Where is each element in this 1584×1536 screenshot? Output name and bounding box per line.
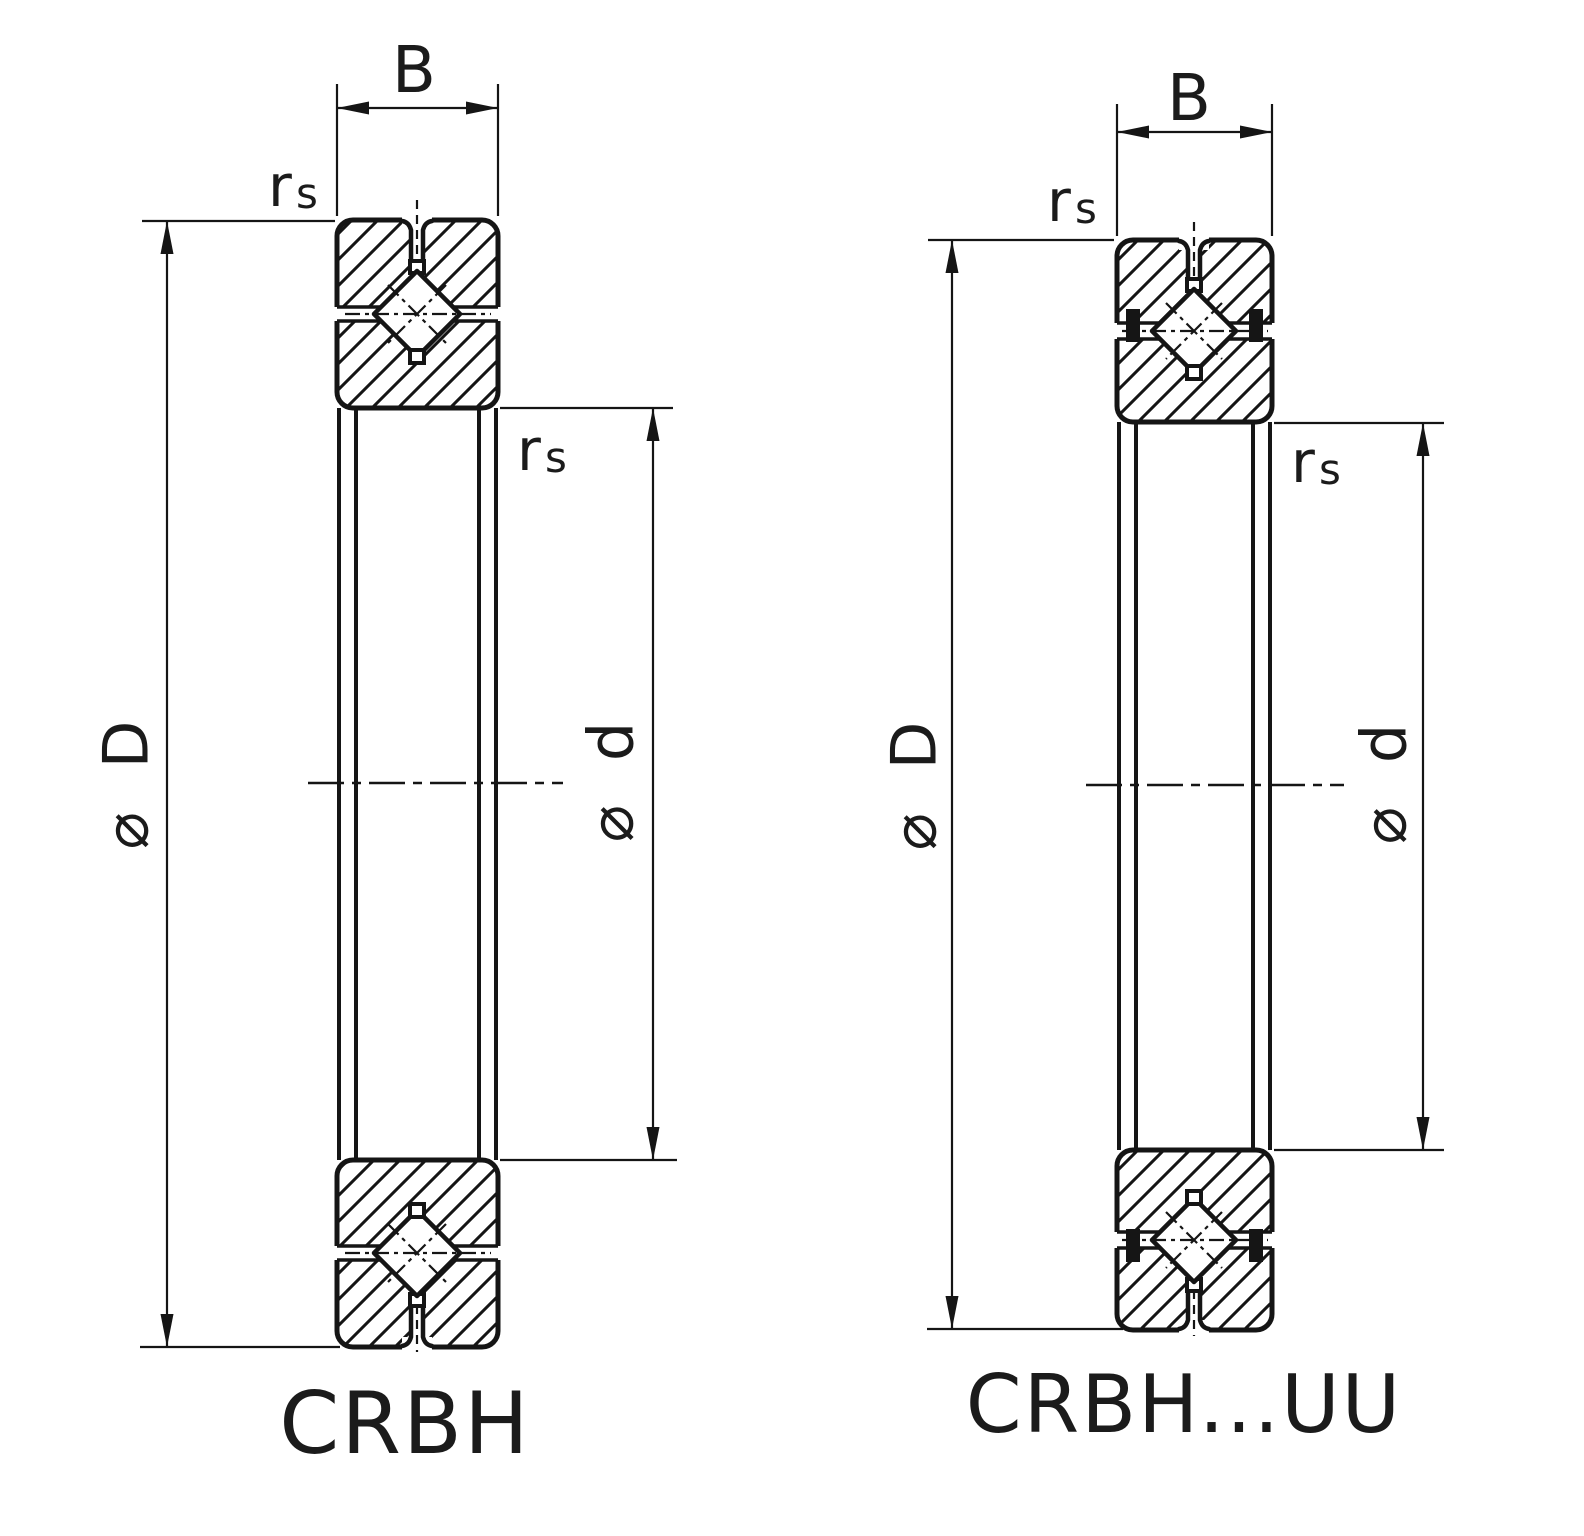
radius-subscript: s <box>545 433 567 482</box>
label-corner-radius-inner: r s <box>1291 428 1341 496</box>
dimension-width-b: B <box>335 34 500 216</box>
top-ring-section <box>1112 222 1277 425</box>
bore-diameter-label: ⌀ d <box>1348 712 1421 844</box>
arrowhead-icon <box>1240 125 1272 139</box>
roller-cross-axis <box>1165 1211 1223 1269</box>
dimension-outer-diameter: ⌀ D <box>878 238 1123 1331</box>
bearing-cross-section <box>308 200 563 1356</box>
roller-cross-axis <box>387 1223 447 1283</box>
radius-subscript: s <box>296 169 318 218</box>
outer-diameter-label: ⌀ D <box>878 710 951 851</box>
radius-label: r <box>268 152 292 220</box>
top-ring-section <box>332 200 503 411</box>
roller-cross-axis <box>387 284 447 344</box>
arrowhead-icon <box>1416 423 1430 456</box>
bore-diameter-label: ⌀ d <box>575 710 648 842</box>
radius-subscript: s <box>1075 184 1097 233</box>
label-corner-radius-outer: r s <box>268 152 318 220</box>
arrowhead-icon <box>646 408 660 441</box>
seal-left <box>1126 309 1140 342</box>
radius-label: r <box>1047 167 1071 235</box>
dimension-outer-diameter: ⌀ D <box>90 219 340 1349</box>
bottom-ring-section <box>332 1157 503 1356</box>
slit-wall <box>1176 238 1191 287</box>
radius-subscript: s <box>1319 445 1341 494</box>
arrowhead-icon <box>337 101 369 115</box>
slit-wall <box>399 218 414 269</box>
radius-label: r <box>1291 428 1315 496</box>
figure-crbh-uu: B r s ⌀ D r s ⌀ d <box>878 62 1444 1451</box>
cage-pocket <box>1185 1189 1203 1206</box>
slit-wall <box>1197 238 1212 287</box>
roller-cross-axis <box>1165 302 1223 360</box>
seal-right <box>1249 309 1263 342</box>
arrowhead-icon <box>160 1314 174 1347</box>
label-corner-radius-outer: r s <box>1047 167 1097 235</box>
arrowhead-icon <box>1416 1117 1430 1150</box>
dimension-bore-diameter: ⌀ d <box>1274 421 1444 1152</box>
width-label: B <box>1167 62 1211 136</box>
radius-label: r <box>517 416 541 484</box>
arrowhead-icon <box>1117 125 1149 139</box>
arrowhead-icon <box>466 101 498 115</box>
figure-caption: CRBH...UU <box>966 1358 1402 1451</box>
dimension-bore-diameter: ⌀ d <box>500 406 677 1162</box>
slit-wall <box>399 1298 414 1349</box>
seal-left <box>1126 1229 1140 1262</box>
bearing-cross-section <box>1086 222 1344 1340</box>
bottom-ring-section <box>1112 1147 1277 1340</box>
cage-pocket <box>408 1202 426 1219</box>
outer-diameter-label: ⌀ D <box>90 709 163 850</box>
arrowhead-icon <box>945 1296 959 1329</box>
figure-crbh: B r s ⌀ D r s ⌀ d <box>90 34 677 1474</box>
slit-wall <box>420 218 435 269</box>
arrowhead-icon <box>945 240 959 273</box>
arrowhead-icon <box>160 221 174 254</box>
seal-right <box>1249 1229 1263 1262</box>
slit-wall <box>420 1298 435 1349</box>
cage-pocket <box>1185 364 1203 381</box>
width-label: B <box>392 34 436 108</box>
slit-wall <box>1176 1283 1191 1332</box>
arrowhead-icon <box>646 1127 660 1160</box>
slit-wall <box>1197 1283 1212 1332</box>
label-corner-radius-inner: r s <box>517 416 567 484</box>
cage-pocket <box>408 348 426 365</box>
dimension-width-b: B <box>1115 62 1274 236</box>
figure-caption: CRBH <box>279 1374 530 1474</box>
